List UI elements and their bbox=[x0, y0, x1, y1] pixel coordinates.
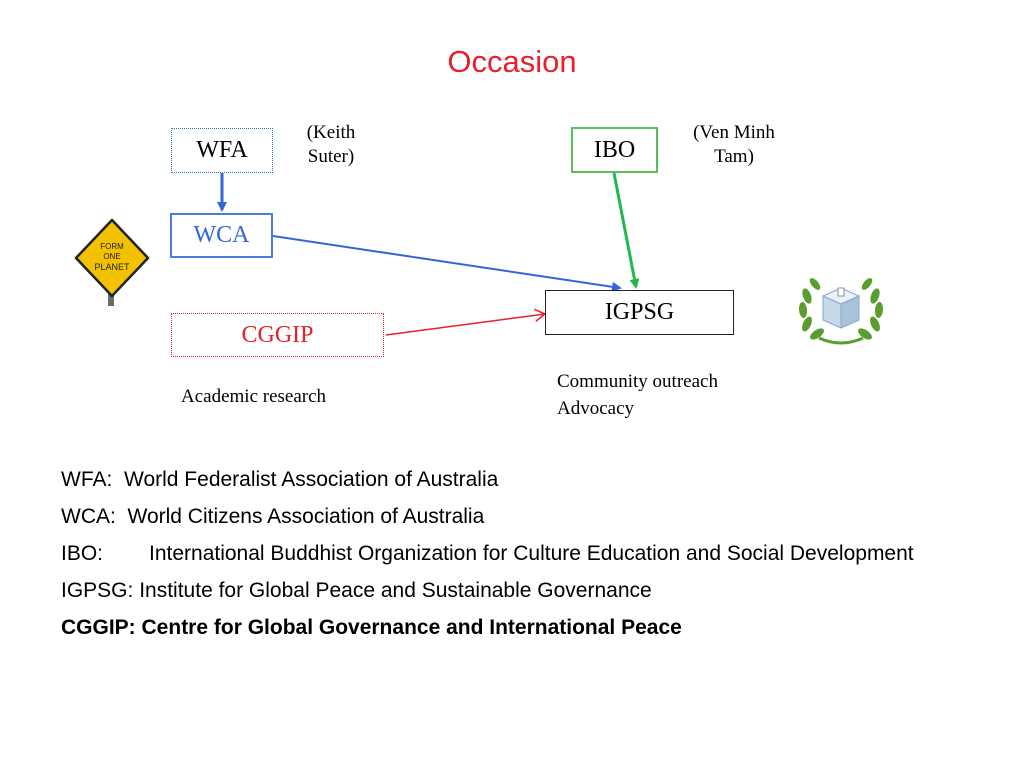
road-sign-icon: FORM ONE PLANET bbox=[74, 218, 150, 306]
note-academic-research: Academic research bbox=[181, 386, 327, 407]
legend-row-igpsg: IGPSG: Institute for Global Peace and Su… bbox=[61, 577, 961, 605]
sign-text-line1: FORM bbox=[100, 242, 124, 251]
arrow-ibo-to-igpsg bbox=[612, 172, 640, 289]
legend-abbr-wca: WCA: bbox=[61, 505, 116, 528]
node-wfa: WFA bbox=[171, 128, 273, 173]
note-outreach-line1: Community outreach bbox=[557, 371, 718, 392]
note-keith-line2: Suter) bbox=[307, 146, 355, 167]
sign-text-line3: PLANET bbox=[94, 262, 130, 272]
node-wca: WCA bbox=[170, 213, 273, 258]
note-ven-line1: (Ven Minh bbox=[693, 122, 775, 143]
legend-abbr-wfa: WFA: bbox=[61, 468, 113, 491]
note-outreach-line2: Advocacy bbox=[557, 398, 635, 419]
legend-def-wfa: World Federalist Association of Australi… bbox=[124, 468, 499, 491]
node-cggip: CGGIP bbox=[171, 313, 384, 357]
legend-row-ibo: IBO: International Buddhist Organization… bbox=[61, 540, 961, 568]
legend-def-wca: World Citizens Association of Australia bbox=[127, 505, 485, 528]
note-ven-minh-tam: (Ven Minh Tam) bbox=[679, 121, 789, 169]
arrow-igpsg-to-cggip bbox=[385, 308, 547, 336]
legend-abbr-ibo: IBO: bbox=[61, 542, 104, 565]
page-title: Occasion bbox=[447, 44, 577, 79]
sign-text-line2: ONE bbox=[103, 252, 120, 261]
arrow-wca-to-igpsg bbox=[272, 235, 622, 292]
abbreviation-legend: WFA: World Federalist Association of Aus… bbox=[61, 466, 961, 651]
legend-row-cggip: CGGIP: Centre for Global Governance and … bbox=[61, 614, 961, 642]
node-ibo: IBO bbox=[571, 127, 658, 173]
legend-def-igpsg: Institute for Global Peace and Sustainab… bbox=[139, 579, 652, 602]
legend-row-wca: WCA: World Citizens Association of Austr… bbox=[61, 503, 961, 531]
ballot-box-laurel-icon bbox=[798, 278, 884, 345]
legend-def-cggip: Centre for Global Governance and Interna… bbox=[141, 616, 682, 639]
node-igpsg: IGPSG bbox=[545, 290, 734, 335]
legend-row-wfa: WFA: World Federalist Association of Aus… bbox=[61, 466, 961, 494]
note-keith-line1: (Keith bbox=[306, 122, 356, 143]
note-keith-suter: (Keith Suter) bbox=[295, 121, 367, 169]
legend-abbr-igpsg: IGPSG: bbox=[61, 579, 134, 602]
legend-def-ibo: International Buddhist Organization for … bbox=[149, 542, 914, 565]
legend-abbr-cggip: CGGIP: bbox=[61, 616, 136, 639]
note-outreach: Community outreach Advocacy bbox=[557, 368, 718, 422]
note-ven-line2: Tam) bbox=[714, 146, 754, 167]
